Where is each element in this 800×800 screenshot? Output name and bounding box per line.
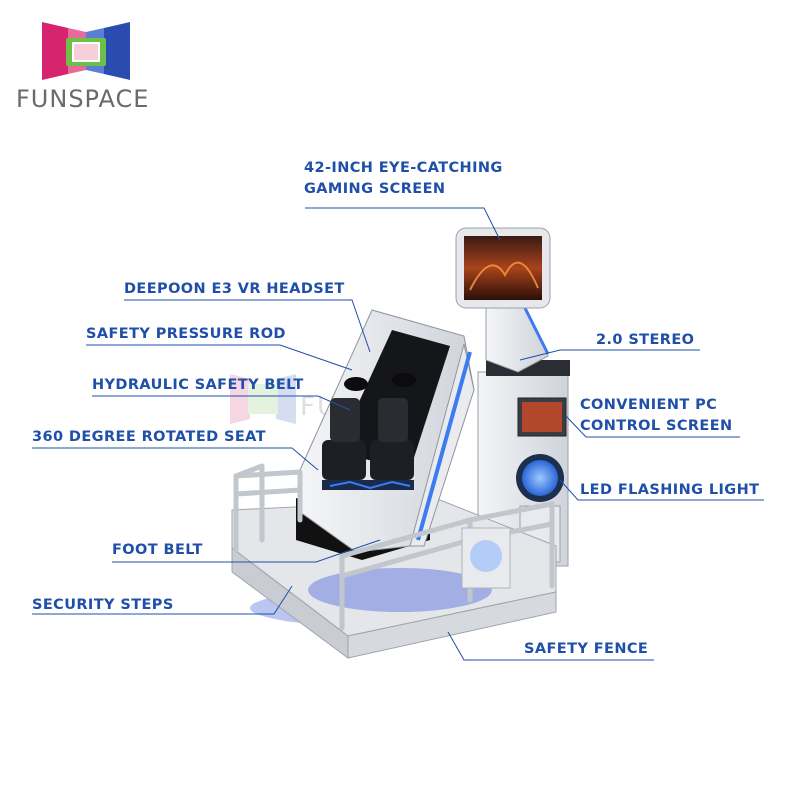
label-pc-control-screen: CONVENIENT PC CONTROL SCREEN (580, 395, 733, 437)
label-pc-control-screen-line2: CONTROL SCREEN (580, 418, 733, 434)
label-pc-control-screen-line1: CONVENIENT PC (580, 397, 718, 413)
label-gaming-screen: 42-INCH EYE-CATCHING GAMING SCREEN (304, 158, 503, 200)
label-rotated-seat: 360 DEGREE ROTATED SEAT (32, 429, 266, 445)
label-foot-belt: FOOT BELT (112, 542, 203, 558)
label-vr-headset: DEEPOON E3 VR HEADSET (124, 281, 345, 297)
label-safety-fence: SAFETY FENCE (524, 641, 649, 657)
label-stereo: 2.0 STEREO (596, 332, 695, 348)
label-gaming-screen-line2: GAMING SCREEN (304, 181, 446, 197)
label-hydraulic-safety-belt: HYDRAULIC SAFETY BELT (92, 377, 304, 393)
funspace-logo-icon (42, 22, 130, 80)
label-gaming-screen-line1: 42-INCH EYE-CATCHING (304, 160, 503, 176)
watermark-logo-icon (230, 374, 296, 424)
brand-name: FUNSPACE (16, 85, 150, 113)
label-safety-pressure-rod: SAFETY PRESSURE ROD (86, 326, 286, 342)
label-security-steps: SECURITY STEPS (32, 597, 174, 613)
label-led-flashing-light: LED FLASHING LIGHT (580, 482, 760, 498)
